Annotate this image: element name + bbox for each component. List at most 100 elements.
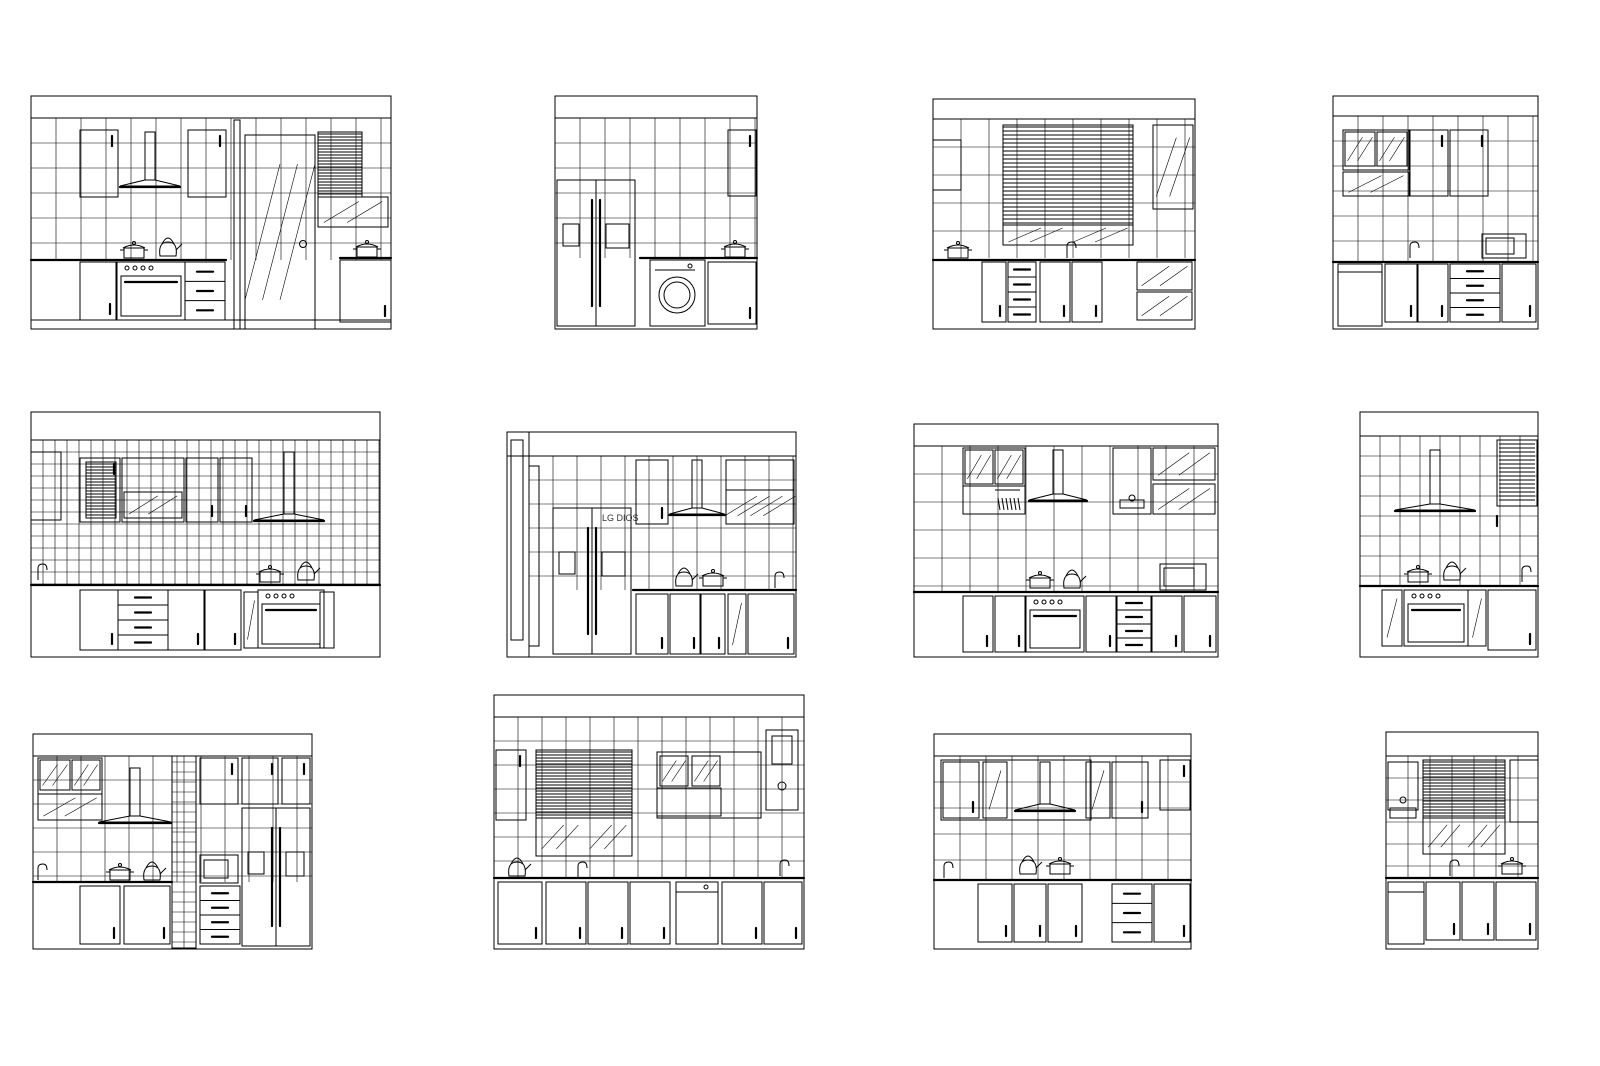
oven — [1025, 595, 1085, 653]
window-blinds — [535, 749, 633, 819]
cabinet — [495, 749, 527, 821]
microwave — [1159, 563, 1207, 591]
glass-hatch — [128, 495, 178, 515]
oven — [257, 589, 325, 649]
kettle-icon — [1063, 569, 1087, 589]
faucet-icon — [774, 571, 785, 588]
cabinet — [204, 589, 242, 651]
wall-tiles — [933, 119, 1195, 258]
glass-hatch — [732, 602, 742, 646]
cabinet — [1461, 881, 1495, 941]
cabinet — [1495, 881, 1537, 941]
range-hood — [1027, 449, 1089, 503]
kettle-icon — [1443, 561, 1467, 581]
cabinet — [1047, 883, 1083, 943]
elevation-08 — [1358, 411, 1540, 658]
cabinet — [79, 261, 117, 321]
glass-hatch — [662, 760, 686, 782]
microwave — [1481, 233, 1527, 259]
fridge — [556, 179, 636, 327]
fridge — [241, 807, 311, 947]
pot-icon — [944, 241, 972, 259]
window-blinds — [1002, 124, 1134, 226]
kettle-icon — [143, 861, 167, 881]
elevation-01 — [29, 95, 393, 330]
cabinet — [1425, 881, 1461, 941]
glass-hatch — [1156, 137, 1190, 197]
glass-hatch — [1472, 598, 1482, 638]
cabinet — [545, 881, 587, 945]
cabinet — [747, 593, 795, 655]
cabinet — [79, 457, 121, 523]
faucet-icon — [577, 861, 588, 878]
range-hood — [668, 459, 726, 517]
cabinet — [1417, 263, 1449, 323]
elevation-03 — [931, 98, 1197, 330]
glass-hatch — [1379, 136, 1405, 162]
elevation-09 — [31, 733, 313, 950]
cabinet — [763, 881, 803, 945]
kettle-icon — [675, 567, 699, 587]
kettle-icon — [159, 237, 183, 257]
pot-icon — [1498, 857, 1526, 875]
glass-hatch — [42, 764, 68, 786]
glass-hatch — [244, 164, 316, 300]
cabinet — [721, 881, 763, 945]
kettle-icon — [508, 857, 532, 877]
cabinet — [1487, 589, 1537, 651]
cabinet — [79, 129, 119, 198]
oven — [116, 261, 186, 321]
faucet-icon — [1449, 859, 1460, 876]
wall-tiles — [494, 717, 804, 878]
window-blinds — [85, 461, 117, 519]
glass-hatch — [1141, 295, 1188, 317]
range-hood — [118, 131, 182, 189]
elevation-frame — [30, 95, 392, 330]
pot-icon — [256, 565, 284, 583]
cabinet — [339, 259, 392, 323]
wall-tiles — [1333, 116, 1538, 262]
fridge-brand-label: LG DIOS — [602, 513, 639, 523]
elevation-02 — [554, 95, 759, 330]
glass-hatch — [1348, 175, 1404, 193]
cabinet — [1409, 129, 1449, 197]
drawer-stack — [117, 589, 169, 651]
cabinet — [167, 589, 205, 651]
glass-hatch — [1386, 598, 1398, 638]
pot-icon — [1046, 857, 1074, 875]
wall-tiles — [31, 440, 380, 585]
glass-hatch — [1427, 824, 1461, 848]
faucet-icon — [1409, 241, 1420, 258]
wall-tiles — [31, 118, 391, 260]
cabinet — [199, 757, 239, 805]
elevation-05 — [29, 411, 382, 658]
elevation-frame — [30, 411, 381, 658]
drawer-stack — [1007, 261, 1037, 323]
cabinet — [281, 757, 311, 805]
range-hood — [1013, 761, 1077, 813]
cabinet — [79, 885, 121, 945]
cabinet — [1071, 261, 1103, 323]
cabinet — [635, 593, 669, 655]
glass-hatch — [74, 764, 98, 786]
drawer-stack — [1111, 883, 1153, 943]
glass-hatch — [247, 600, 255, 640]
fridge — [552, 507, 632, 655]
cabinet — [1384, 263, 1418, 323]
elevation-12 — [1384, 731, 1540, 950]
cabinet — [219, 457, 253, 523]
drawer-stack — [184, 261, 226, 321]
cabinet — [1085, 595, 1117, 653]
cabinet — [707, 261, 757, 325]
drawer-stack — [1449, 263, 1501, 323]
elevation-frame — [1385, 731, 1539, 950]
cabinet — [942, 761, 980, 819]
cabinet — [727, 129, 757, 197]
elevation-04 — [1331, 95, 1540, 330]
cabinet — [1153, 883, 1191, 943]
cabinet — [79, 589, 119, 651]
pot-icon — [699, 569, 727, 587]
cabinet — [185, 457, 219, 523]
cabinet — [1449, 129, 1489, 197]
cabinet — [1183, 595, 1217, 653]
